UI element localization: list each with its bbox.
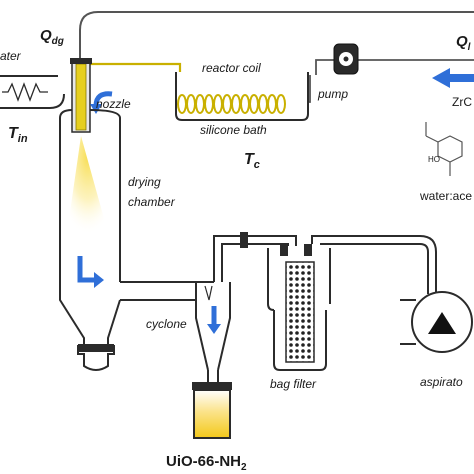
label-q-dg: Qdg — [40, 27, 64, 47]
gas-inlet-arrow — [93, 91, 113, 107]
label-heater: ater — [0, 49, 22, 63]
label-bag-filter: bag filter — [270, 377, 317, 391]
cyclone-flow-arrowhead — [207, 324, 221, 334]
bag-filter-top-right — [304, 244, 312, 256]
product-jar — [193, 389, 231, 439]
cyclone-body — [195, 282, 231, 371]
chamber-flow-arrowhead — [94, 272, 104, 288]
label-pump: pump — [317, 87, 348, 101]
nozzle-inner — [75, 63, 87, 131]
chamber-collector-cap — [78, 344, 114, 352]
gas-inlet-arrowhead — [90, 104, 102, 114]
linker-molecule-icon — [425, 122, 463, 176]
feed-direction-arrow — [432, 68, 474, 88]
bag-filter-top-left — [280, 244, 288, 256]
spray-cone — [66, 136, 110, 240]
filter-to-aspirator-pipe — [311, 235, 437, 294]
label-reactor-coil: reactor coil — [202, 61, 261, 75]
label-drying: drying — [128, 175, 161, 189]
bag-filter-housing — [267, 248, 331, 311]
cyclone-to-filter-pipe — [248, 235, 297, 246]
pump-center — [343, 56, 349, 62]
drying-gas-line — [79, 11, 474, 62]
bag-filter-lower — [273, 310, 327, 371]
chamber-flow-arrow — [77, 256, 96, 283]
cyclone-connector — [240, 232, 248, 248]
cyclone-outlet-pipe — [213, 235, 242, 282]
cyclone-vortex — [204, 285, 213, 301]
feed-to-nozzle-line — [86, 62, 182, 92]
label-cyclone: cyclone — [146, 317, 187, 331]
label-nozzle: nozzle — [96, 97, 131, 111]
label-t-in: Tin — [8, 125, 28, 145]
nozzle-cap — [70, 58, 92, 64]
reactor-coil — [177, 94, 286, 114]
chamber-to-cyclone-pipe — [120, 281, 214, 301]
liquid-feed-line — [315, 59, 474, 75]
product-jar-neck — [207, 370, 219, 384]
heater-box — [0, 75, 65, 109]
label-q-l: Ql — [456, 33, 471, 53]
label-t-c: Tc — [244, 151, 260, 171]
product-jar-cap — [192, 382, 232, 390]
label-chamber: chamber — [128, 195, 176, 209]
aspirator-exhaust — [400, 299, 416, 345]
aspirator-icon — [428, 312, 456, 334]
chamber-top — [59, 109, 121, 119]
label-zr-salt: ZrC — [452, 95, 472, 109]
label-product: UiO-66-NH2 — [166, 453, 247, 473]
heater-element-icon — [2, 82, 48, 102]
bag-filter-element — [285, 261, 315, 363]
label-water-acetone: water:ace — [419, 189, 472, 203]
coil-loop — [276, 94, 286, 114]
label-aspirator: aspirato — [420, 375, 463, 389]
label-molecule-ho: HO — [428, 155, 440, 164]
label-silicone-bath: silicone bath — [200, 123, 267, 137]
